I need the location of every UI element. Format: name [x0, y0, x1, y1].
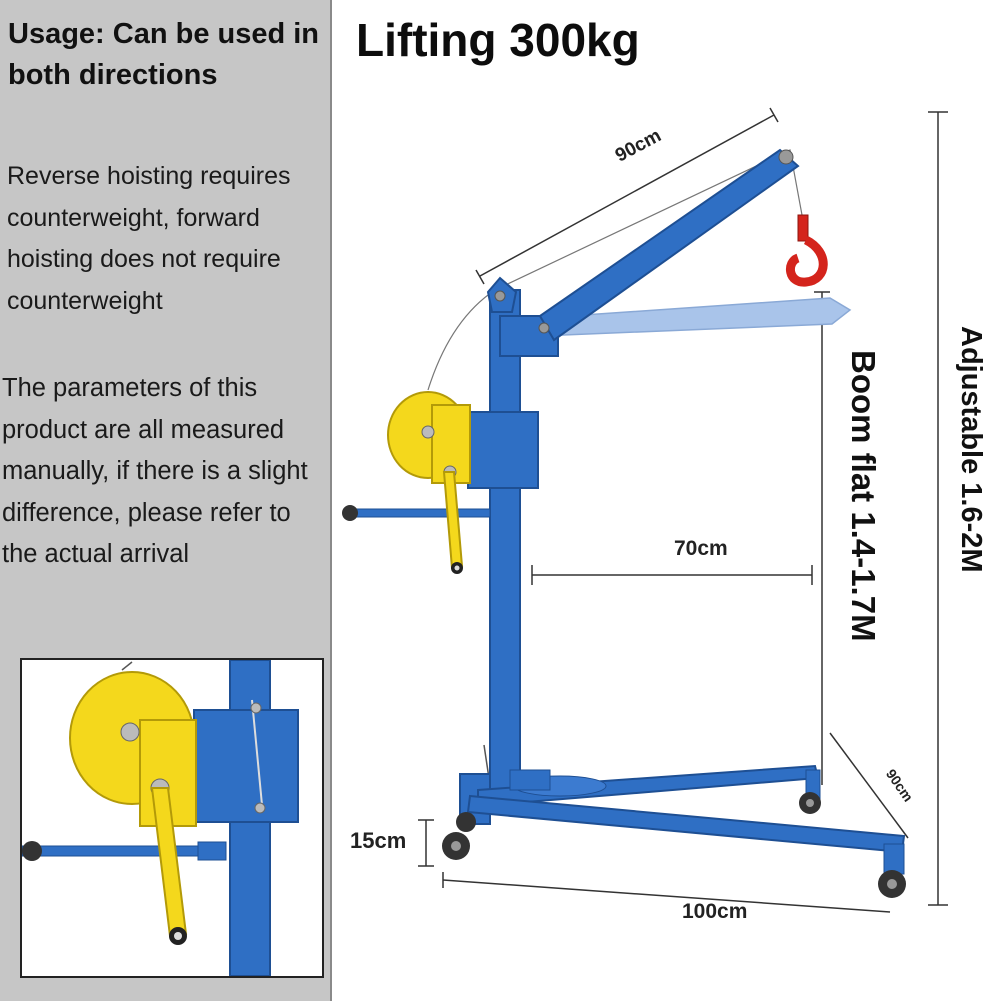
winch-closeup-illustration [22, 660, 299, 976]
base-width-label: 70cm [674, 537, 728, 560]
winch-closeup-inset [20, 658, 324, 978]
adjustable-height-label: Adjustable 1.6-2M [955, 326, 987, 573]
dimension-lines [418, 107, 948, 913]
hand-winch [342, 391, 491, 574]
crane-mast [489, 289, 521, 796]
reverse-hoisting-note: Reverse hoisting requires counterweight,… [7, 162, 291, 315]
capacity-title: Lifting 300kg [356, 14, 640, 66]
usage-heading: Usage: Can be used in both directions [8, 18, 320, 91]
parameters-disclaimer: The parameters of this product are all m… [2, 374, 308, 568]
base-length-label: 100cm [682, 900, 748, 923]
boom-flat-height-label: Boom flat 1.4-1.7M [845, 350, 882, 642]
crane-base [442, 744, 906, 898]
panel-divider [330, 0, 332, 1001]
lifting-hook [786, 214, 828, 287]
crane-boom [538, 148, 800, 342]
wheel-height-label: 15cm [350, 828, 407, 853]
